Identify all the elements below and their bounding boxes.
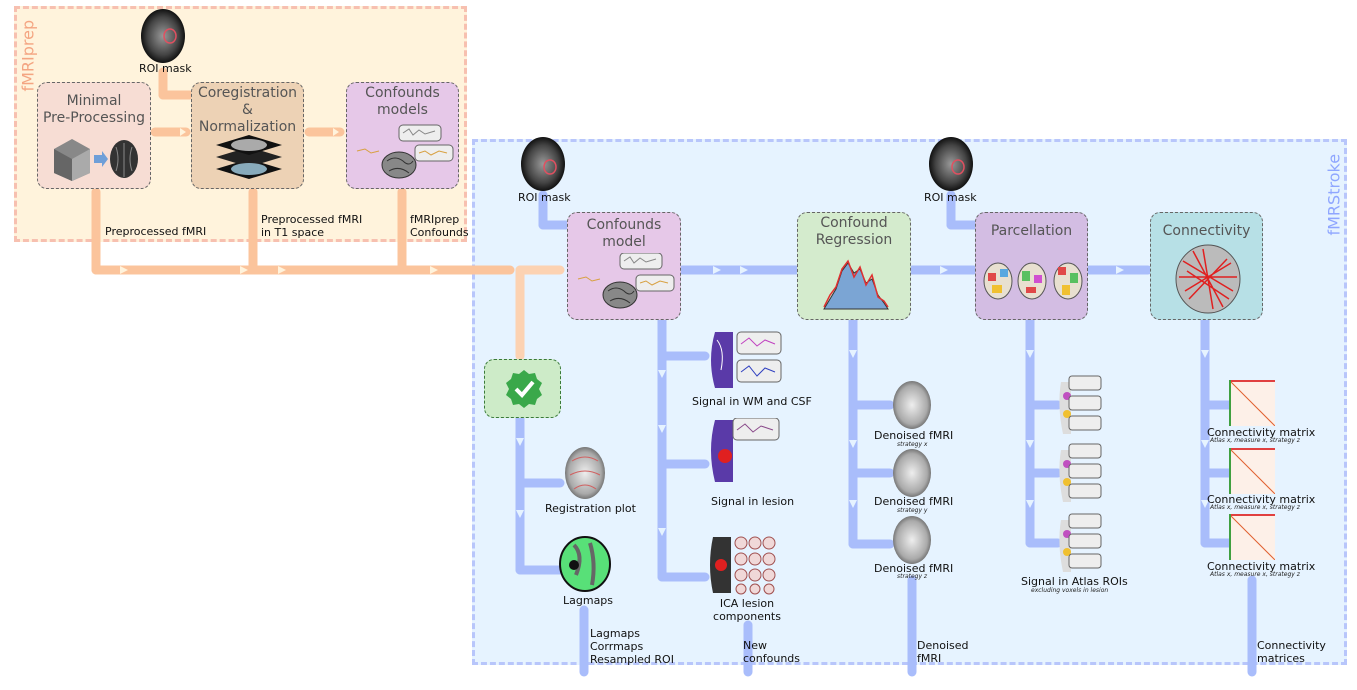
confounds-model-title: Confounds model: [586, 217, 662, 250]
cube-to-brain-icon: [54, 139, 138, 181]
excluding-voxels-label: excluding voxels in lesion: [1031, 587, 1109, 594]
roi-mask-label-1: ROI mask: [139, 62, 192, 75]
lagmap-brain-icon: [559, 536, 611, 592]
connectivity-matrix-icon-3: [1229, 514, 1275, 560]
quality-check-box: [484, 359, 561, 418]
atlas-signal-icon-2: [1059, 443, 1102, 502]
wm-csf-signal-icon: [711, 331, 782, 388]
connectivity-matrix-icon-1: [1229, 380, 1275, 426]
fmriprep-confounds-label: fMRIprep Confounds: [410, 213, 469, 239]
strategy-x-label: strategy x: [897, 441, 928, 448]
check-badge-icon: [506, 370, 542, 408]
registration-plot-label: Registration plot: [545, 502, 636, 515]
confounds-models-box: Confounds models: [346, 82, 459, 189]
confounds-model-box: Confounds model: [567, 212, 681, 320]
lesion-signal-icon: [711, 418, 780, 482]
atlas-brains-icon: [983, 262, 1083, 300]
connectivity-matrix-label-3: Connectivity matrix: [1207, 560, 1316, 573]
roi-mask-label-2: ROI mask: [518, 191, 571, 204]
coregistration-title: Coregistration & Normalization: [197, 85, 298, 135]
new-confounds-label: New confounds: [743, 639, 801, 665]
roi-mask-brain-3: [929, 137, 973, 191]
registration-brain-icon: [565, 447, 605, 499]
connectivity-matrix-icon-2: [1229, 448, 1275, 494]
connectivity-matrix-label-1: Connectivity matrix: [1207, 426, 1316, 439]
connectivity-sub-label-2: Atlas x, measure x, strategy z: [1210, 504, 1300, 511]
signal-lesion-label: Signal in lesion: [711, 495, 795, 508]
brain-signals-icon: [577, 253, 675, 309]
connectivity-sub-label-1: Atlas x, measure x, strategy z: [1210, 437, 1300, 444]
lagmaps-label: Lagmaps: [563, 594, 614, 607]
signal-atlas-label: Signal in Atlas ROIs: [1021, 575, 1128, 588]
connectivity-matrices-label: Connectivity matrices: [1257, 639, 1326, 665]
strategy-y-label: strategy y: [897, 507, 928, 514]
connectivity-matrix-label-2: Connectivity matrix: [1207, 493, 1316, 506]
connectivity-title: Connectivity: [1162, 223, 1251, 239]
regression-plot-icon: [823, 259, 889, 310]
roi-mask-brain-1: [141, 9, 185, 63]
brain-signals-icon: [356, 124, 454, 179]
preprocessed-fmri-t1-label: Preprocessed fMRI in T1 space: [261, 213, 363, 239]
confound-regression-title: Confound Regression: [815, 215, 893, 248]
denoised-brain-z-icon: [893, 516, 931, 564]
denoised-fmri-label-2: Denoised fMRI: [874, 495, 954, 508]
denoised-output-label: Denoised fMRI: [917, 639, 969, 665]
connectome-icon: [1175, 244, 1241, 314]
parcellation-title: Parcellation: [990, 223, 1073, 239]
ica-lesion-label: ICA lesion components: [713, 597, 781, 623]
roi-mask-label-3: ROI mask: [924, 191, 977, 204]
orange-arrows: [91, 67, 565, 361]
preprocessed-fmri-label: Preprocessed fMRI: [105, 225, 207, 238]
stacked-volumes-icon: [216, 135, 282, 179]
coregistration-box: Coregistration & Normalization: [191, 82, 304, 189]
ica-components-icon: [710, 536, 776, 595]
strategy-z-label: strategy z: [897, 573, 928, 580]
connectivity-box: Connectivity: [1150, 212, 1263, 320]
lagmaps-outputs-label: Lagmaps Corrmaps Resampled ROI: [590, 627, 674, 666]
minimal-preprocessing-title: Minimal Pre-Processing: [42, 93, 146, 126]
confound-regression-box: Confound Regression: [797, 212, 911, 320]
denoised-fmri-label-3: Denoised fMRI: [874, 562, 954, 575]
denoised-fmri-label-1: Denoised fMRI: [874, 429, 954, 442]
parcellation-box: Parcellation: [975, 212, 1088, 320]
atlas-signal-icon-3: [1059, 513, 1102, 572]
denoised-brain-y-icon: [893, 449, 931, 497]
minimal-preprocessing-box: Minimal Pre-Processing: [37, 82, 151, 189]
roi-mask-brain-2: [521, 137, 565, 191]
denoised-brain-x-icon: [893, 381, 931, 429]
confounds-models-title: Confounds models: [365, 85, 440, 118]
signal-wm-csf-label: Signal in WM and CSF: [692, 395, 812, 408]
connectivity-sub-label-3: Atlas x, measure x, strategy z: [1210, 571, 1300, 578]
atlas-signal-icon-1: [1059, 375, 1102, 434]
